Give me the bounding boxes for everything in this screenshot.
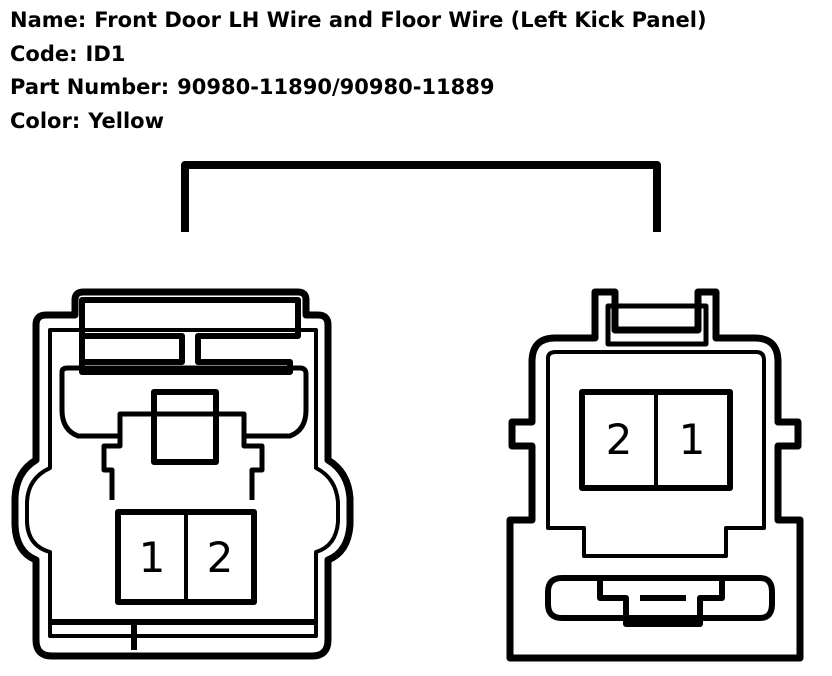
code-line: Code: ID1 [10, 38, 707, 72]
right-connector-outer-shell [506, 288, 804, 662]
left-key-step [101, 414, 265, 500]
left-latch-body [59, 365, 309, 439]
right-pin-2: 2 [606, 415, 633, 464]
right-bottom-slot [545, 575, 775, 621]
right-bottom-key [597, 578, 725, 627]
part-number-label: Part Number: [10, 75, 170, 99]
left-lock-latch [79, 297, 301, 375]
left-cavity-frame [115, 509, 257, 605]
right-pin-1: 1 [679, 415, 706, 464]
left-pin-2: 2 [207, 533, 234, 582]
right-connector: 2 1 [506, 288, 804, 662]
color-line: Color: Yellow [10, 105, 707, 139]
left-key-tab [151, 389, 219, 465]
color-label: Color: [10, 108, 81, 133]
name-label: Name: [10, 8, 87, 32]
part-number-line: Part Number: 90980-11890/90980-11889 [10, 71, 707, 105]
color-value: Yellow [88, 108, 164, 133]
left-connector-inner-shell [25, 328, 340, 638]
part-number-value: 90980-11890/90980-11889 [177, 75, 495, 99]
code-value: ID1 [85, 41, 126, 66]
right-inner-shell [546, 350, 766, 558]
mating-bracket [181, 161, 661, 232]
name-value: Front Door LH Wire and Floor Wire (Left … [94, 8, 707, 32]
connector-info: Name: Front Door LH Wire and Floor Wire (… [10, 4, 707, 138]
left-base-rail [52, 619, 316, 650]
right-latch-window [605, 303, 709, 347]
name-line: Name: Front Door LH Wire and Floor Wire (… [10, 4, 707, 38]
left-pin-1: 1 [139, 533, 166, 582]
left-connector-outer-shell [11, 288, 354, 660]
code-label: Code: [10, 41, 78, 66]
left-connector: 1 2 [11, 288, 354, 660]
